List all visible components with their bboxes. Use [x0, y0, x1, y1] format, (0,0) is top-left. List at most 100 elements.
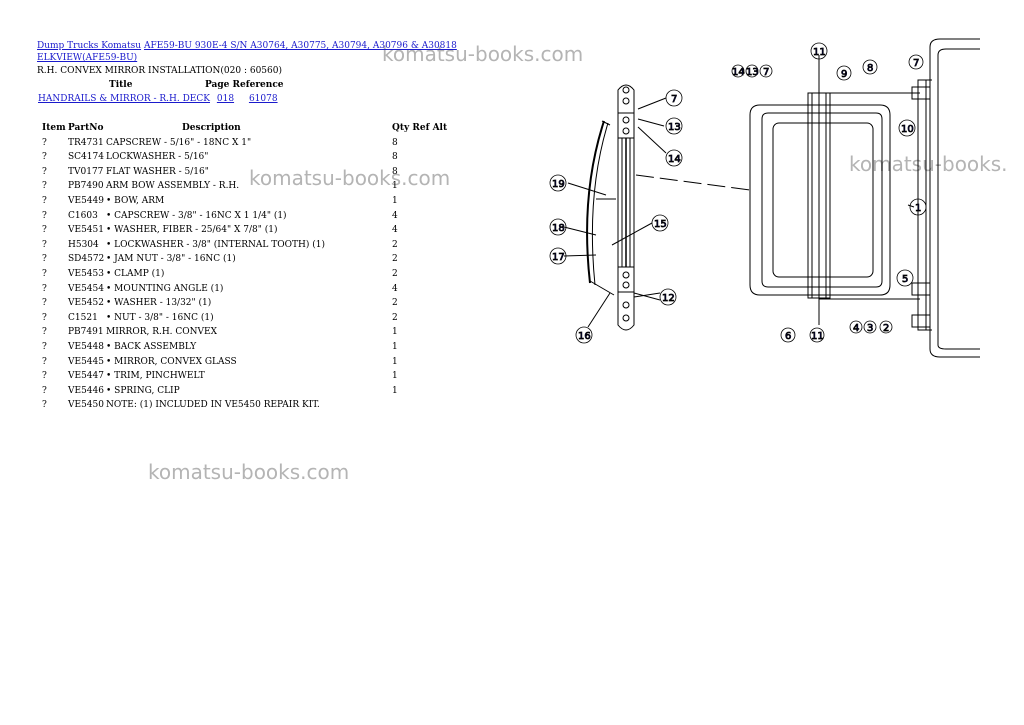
callout-6: 6: [785, 331, 791, 342]
cell-description: • WASHER - 13/32" (1): [106, 298, 212, 309]
reference-header-title: Title: [109, 80, 133, 90]
cell-qty: 2: [392, 268, 398, 279]
cell-item: ?: [42, 356, 47, 367]
cell-qty: 1: [392, 385, 398, 396]
cell-item: ?: [42, 371, 47, 382]
cell-qty: 4: [392, 283, 398, 294]
cell-description: • JAM NUT - 3/8" - 16NC (1): [106, 254, 236, 265]
cell-partno: VE5454: [68, 283, 104, 294]
breadcrumb-model-link-line2[interactable]: ELKVIEW(AFE59-BU): [37, 53, 138, 63]
cell-qty: 8: [392, 166, 398, 177]
header-partno: PartNo: [68, 123, 104, 133]
cell-item: ?: [42, 268, 47, 279]
breadcrumb-model-link[interactable]: AFE59-BU 930E-4 S/N A30764, A30775, A307…: [143, 41, 457, 51]
reference-header-page: Page Reference: [205, 80, 284, 90]
cell-description: • BACK ASSEMBLY: [106, 341, 197, 352]
callout-18: 18: [552, 223, 565, 234]
watermark: komatsu-books.com: [148, 460, 350, 484]
reference-title-link[interactable]: HANDRAILS & MIRROR - R.H. DECK: [38, 94, 210, 104]
table-row: ? VE5453• CLAMP (1) 2: [40, 267, 452, 282]
cell-partno: VE5452: [68, 298, 104, 309]
cell-qty: 4: [392, 225, 398, 236]
cell-item: ?: [42, 312, 47, 323]
cell-description: MIRROR, R.H. CONVEX: [106, 327, 218, 338]
cell-description: • MOUNTING ANGLE (1): [106, 283, 224, 294]
callout-11: 11: [811, 331, 824, 342]
cell-qty: 4: [392, 210, 398, 221]
cell-item: ?: [42, 152, 47, 163]
cell-item: ?: [42, 166, 47, 177]
parts-table-header: Item PartNo Description Qty Ref Alt: [40, 121, 452, 136]
watermark: komatsu-books.com: [249, 166, 451, 190]
callout-2: 2: [883, 323, 889, 334]
cell-partno: VE5450: [68, 400, 104, 411]
cell-description: • TRIM, PINCHWELT: [106, 371, 205, 382]
callout-3: 3: [867, 323, 873, 334]
table-row: ? VE5452• WASHER - 13/32" (1) 2: [40, 296, 452, 311]
reference-ref-link[interactable]: 61078: [248, 94, 278, 104]
cell-item: ?: [42, 239, 47, 250]
header-item: Item: [42, 123, 66, 133]
watermark: komatsu-books.: [849, 152, 1008, 176]
cell-qty: 8: [392, 137, 398, 148]
cell-qty: [392, 398, 452, 413]
cell-qty: 2: [392, 312, 398, 323]
cell-partno: VE5453: [68, 268, 104, 279]
cell-description: NOTE: (1) INCLUDED IN VE5450 REPAIR KIT.: [106, 400, 320, 411]
cell-partno: TV0177: [68, 166, 104, 177]
cell-partno: VE5447: [68, 371, 104, 382]
cell-qty: 1: [392, 181, 398, 192]
reference-page-link[interactable]: 018: [216, 94, 235, 104]
table-row: ?VE5451• WASHER, FIBER - 25/64" X 7/8" (…: [40, 223, 452, 238]
callout-5: 5: [902, 274, 908, 285]
breadcrumb: Dump Trucks Komatsu AFE59-BU 930E-4 S/N …: [37, 40, 457, 64]
header-qty-ref-alt: Qty Ref Alt: [392, 123, 448, 133]
cell-item: ?: [42, 400, 47, 411]
cell-description: LOCKWASHER - 5/16": [106, 152, 209, 163]
cell-description: FLAT WASHER - 5/16": [106, 166, 209, 177]
cell-item: ?: [42, 225, 47, 236]
callout-7: 7: [671, 94, 677, 105]
cell-item: ?: [42, 210, 47, 221]
cell-item: ?: [42, 195, 47, 206]
cell-item: ?: [42, 283, 47, 294]
watermark: komatsu-books.com: [382, 42, 584, 66]
cell-description: • NUT - 3/8" - 16NC (1): [106, 312, 214, 323]
cell-partno: C1603: [68, 210, 98, 221]
callout-13: 13: [668, 122, 681, 133]
callout-17: 17: [552, 252, 565, 263]
callout-13: 13: [746, 67, 759, 78]
callout-1: 1: [915, 203, 921, 214]
callout-15: 15: [654, 219, 667, 230]
cell-partno: VE5445: [68, 356, 104, 367]
cell-qty: 8: [392, 152, 398, 163]
cell-description: • MIRROR, CONVEX GLASS: [106, 356, 237, 367]
callout-19: 19: [552, 179, 565, 190]
cell-item: ?: [42, 385, 47, 396]
cell-item: ?: [42, 327, 47, 338]
callout-10: 10: [901, 124, 914, 135]
cell-qty: 2: [392, 298, 398, 309]
cell-partno: SC4174: [68, 152, 104, 163]
cell-item: ?: [42, 298, 47, 309]
cell-description: • SPRING, CLIP: [106, 385, 180, 396]
cell-partno: SD4572: [68, 254, 105, 265]
cell-description: • CLAMP (1): [106, 268, 165, 279]
cell-partno: PB7490: [68, 181, 104, 192]
cell-partno: VE5449: [68, 195, 104, 206]
breadcrumb-category-link[interactable]: Dump Trucks Komatsu: [37, 41, 142, 51]
table-row: ?C1521• NUT - 3/8" - 16NC (1)2: [40, 311, 452, 326]
cell-partno: H5304: [68, 239, 99, 250]
cell-qty: 2: [392, 239, 398, 250]
callout-7: 7: [763, 67, 769, 78]
callout-14: 14: [732, 67, 745, 78]
cell-partno: TR4731: [68, 137, 104, 148]
